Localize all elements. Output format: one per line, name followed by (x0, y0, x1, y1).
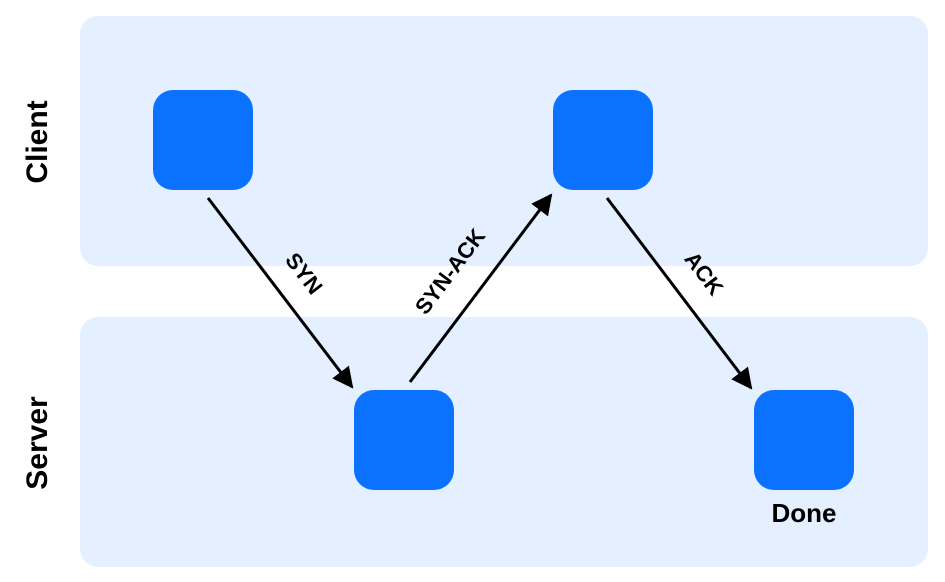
client-node-ack-sender (553, 90, 653, 190)
ack-arrow (605, 197, 753, 390)
server-node-done (754, 390, 854, 490)
syn-ack-arrow (408, 193, 553, 383)
client-node-syn-sender (153, 90, 253, 190)
server-node-syn-ack-sender (354, 390, 454, 490)
ack-label: ACK (680, 247, 729, 300)
done-label: Done (771, 498, 837, 528)
syn-ack-label: SYN-ACK (410, 224, 490, 319)
syn-arrow (206, 197, 354, 389)
syn-label: SYN (280, 248, 327, 299)
